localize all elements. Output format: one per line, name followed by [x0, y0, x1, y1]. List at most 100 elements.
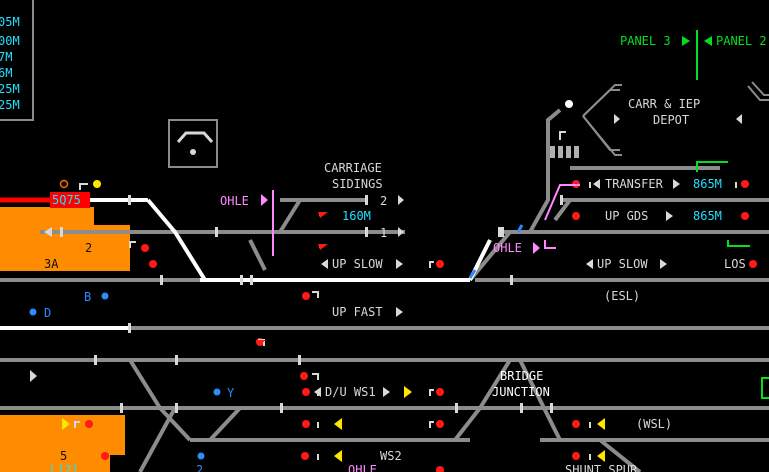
- berth-dot-y: [213, 388, 221, 396]
- panel-2-link[interactable]: PANEL 2: [716, 34, 767, 48]
- ohle-label-left: OHLE: [220, 194, 249, 208]
- signal-red: [436, 466, 444, 472]
- dw-ws1-arrow-l: [314, 387, 321, 397]
- bridge-dot: [190, 149, 196, 155]
- transfer-label: TRANSFER: [605, 177, 664, 191]
- up-fast-arrow: [396, 307, 403, 317]
- platform-bottom-label: L121: [50, 463, 79, 472]
- platform-2-label: 2: [85, 241, 92, 255]
- panel-2-arrow: [704, 36, 712, 46]
- platform-3a-label: 3A: [44, 257, 59, 271]
- ohle-markers: [261, 184, 580, 256]
- siding-road-2: 2: [380, 194, 387, 208]
- station-button[interactable]: [168, 119, 218, 168]
- signal-red: [302, 420, 310, 428]
- green-track-marker-2: [727, 240, 750, 247]
- signal-red: [300, 372, 308, 380]
- signal-red: [149, 260, 157, 268]
- info-length-3: 7M: [0, 50, 12, 64]
- signal-red: [436, 260, 444, 268]
- info-length-5: 25M: [0, 82, 20, 96]
- signal-red: [436, 388, 444, 396]
- up-slow-left-label: UP SLOW: [332, 257, 383, 271]
- info-length-2: 00M: [0, 34, 20, 48]
- signal-red: [302, 292, 310, 300]
- berth-b: B: [84, 290, 91, 304]
- green-track-marker-3: [761, 377, 769, 399]
- up-slow-left-arrow-r: [396, 259, 403, 269]
- track-joints: [60, 195, 563, 413]
- wsl-label: (WSL): [636, 417, 672, 431]
- dw-ws1-arrow-r: [383, 387, 390, 397]
- transfer-arrow-left: [593, 179, 600, 189]
- up-gds-arrow: [666, 211, 673, 221]
- signal-red: [141, 244, 149, 252]
- berth-dot-b: [101, 292, 109, 300]
- yellow-arrows: [62, 386, 605, 462]
- bridge-junction-line2: JUNCTION: [492, 385, 550, 399]
- siding-length: 160M: [342, 209, 371, 223]
- white-arrows: [30, 114, 742, 382]
- red-markers: [256, 212, 328, 346]
- up-slow-right-arrow-r: [660, 259, 667, 269]
- blue-segment-1: [468, 269, 477, 279]
- depot-blocks: [550, 146, 579, 158]
- signal-red: [741, 180, 749, 188]
- ws2-label: WS2: [380, 449, 402, 463]
- signal-yellow[interactable]: [93, 180, 101, 188]
- signal-white[interactable]: [565, 100, 573, 108]
- platform-upper: [0, 207, 94, 225]
- signal-red: [741, 212, 749, 220]
- up-slow-right-label: UP SLOW: [597, 257, 648, 271]
- signal-red: [85, 420, 93, 428]
- esl-label: (ESL): [604, 289, 640, 303]
- up-slow-right-arrow-l: [586, 259, 593, 269]
- signal-red: [749, 260, 757, 268]
- train-id: 5Q75: [52, 193, 81, 207]
- train-berth[interactable]: [50, 192, 90, 208]
- info-box: [0, 0, 34, 121]
- signal-red: [572, 212, 580, 220]
- berth-dot-d: [29, 308, 37, 316]
- blue-segment-2: [516, 224, 524, 233]
- idle-tracks: [0, 108, 769, 472]
- platform-lower-strip: [0, 455, 110, 472]
- green-track-marker: [696, 161, 728, 172]
- sidings-label-line1: CARRIAGE: [324, 161, 382, 175]
- berth-dot-bottom: [197, 452, 205, 460]
- up-gds-length: 865M: [693, 209, 722, 223]
- berth-y: Y: [227, 386, 235, 400]
- transfer-arrow-right: [673, 179, 680, 189]
- depot-label-line1: CARR & IEP: [628, 97, 700, 111]
- red-signals[interactable]: [85, 180, 757, 472]
- berth-d: D: [44, 306, 51, 320]
- panel-3-arrow: [682, 36, 690, 46]
- signal-red: [436, 420, 444, 428]
- siding-road-1: 1: [380, 226, 387, 240]
- info-length-4: 6M: [0, 66, 12, 80]
- signal-red: [301, 452, 309, 460]
- depot-fan: [582, 81, 769, 156]
- bridge-junction-line1: BRIDGE: [500, 369, 543, 383]
- ohle-label-bottom: OHLE: [348, 463, 377, 472]
- ohle-label-right: OHLE: [493, 241, 522, 255]
- transfer-length: 865M: [693, 177, 722, 191]
- info-length-6: 25M: [0, 98, 20, 112]
- signal-red: [101, 452, 109, 460]
- depot-label-line2: DEPOT: [653, 113, 689, 127]
- bridge-icon: [176, 131, 214, 143]
- signal-orange-ring[interactable]: [59, 179, 69, 189]
- platform-5-label: 5: [60, 449, 67, 463]
- up-fast-label: UP FAST: [332, 305, 383, 319]
- berth-bottom-digit: 2: [196, 463, 203, 472]
- panel-3-link[interactable]: PANEL 3: [620, 34, 671, 48]
- signal-red: [572, 420, 580, 428]
- up-slow-left-arrow-l: [321, 259, 328, 269]
- up-gds-label: UP GDS: [605, 209, 648, 223]
- shunt-spur-label: SHUNT SPUR: [565, 463, 638, 472]
- signal-red: [302, 388, 310, 396]
- dw-ws1-label: D/U WS1: [325, 385, 376, 399]
- signal-red: [572, 452, 580, 460]
